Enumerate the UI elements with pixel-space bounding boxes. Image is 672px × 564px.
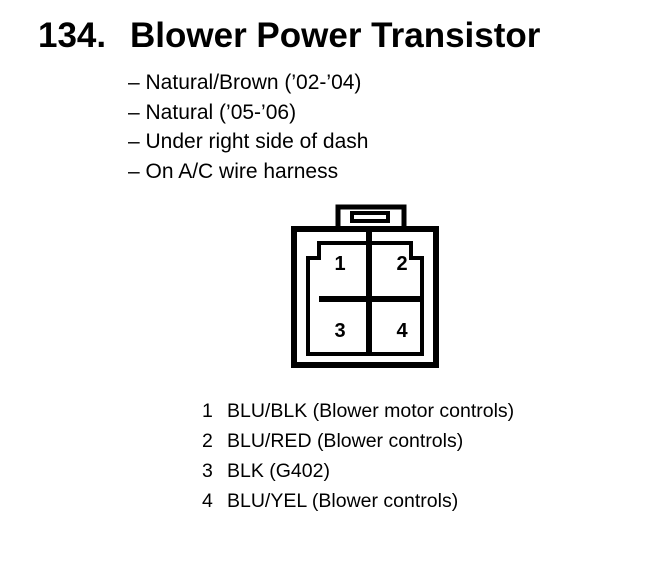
pinout-item: 4 BLU/YEL (Blower controls) [202, 486, 514, 516]
pin-label-1: 1 [334, 253, 345, 275]
note-item: – Under right side of dash [128, 130, 369, 153]
pin-label-4: 4 [396, 320, 408, 342]
page-title: 134. Blower Power Transistor [38, 14, 540, 58]
pinout-item: 3 BLK (G402) [202, 456, 514, 486]
note-item: – Natural (’05-’06) [128, 100, 297, 124]
pin-description: BLU/RED (Blower controls) [227, 430, 464, 452]
pin-number: 3 [202, 460, 213, 482]
connector-housing [291, 226, 439, 368]
pin-description: BLU/YEL (Blower controls) [227, 490, 459, 512]
pin-description: BLU/BLK (Blower motor controls) [227, 400, 515, 422]
section-number: 134. [38, 16, 107, 55]
pin-description: BLK (G402) [227, 460, 330, 482]
pinout-item: 2 BLU/RED (Blower controls) [202, 426, 514, 456]
notes-list: – Natural/Brown (’02-’04) – Natural (’05… [128, 68, 368, 186]
pin-number: 4 [202, 490, 213, 512]
connector-cavity [306, 241, 424, 356]
locking-tab-slot [350, 211, 390, 223]
pin-number: 1 [202, 400, 213, 422]
pin-label-2: 2 [396, 253, 407, 275]
locking-tab [335, 204, 407, 232]
note-item: – On A/C wire harness [128, 159, 339, 183]
section-title: Blower Power Transistor [130, 16, 541, 55]
connector-diagram: 1 2 3 4 [291, 204, 439, 368]
pin-label-3: 3 [334, 320, 345, 342]
note-item: – Natural/Brown (’02-’04) [128, 71, 362, 94]
pinout-list: 1 BLU/BLK (Blower motor controls) 2 BLU/RE… [202, 396, 514, 516]
pinout-item: 1 BLU/BLK (Blower motor controls) [202, 396, 514, 426]
pin-number: 2 [202, 430, 213, 452]
